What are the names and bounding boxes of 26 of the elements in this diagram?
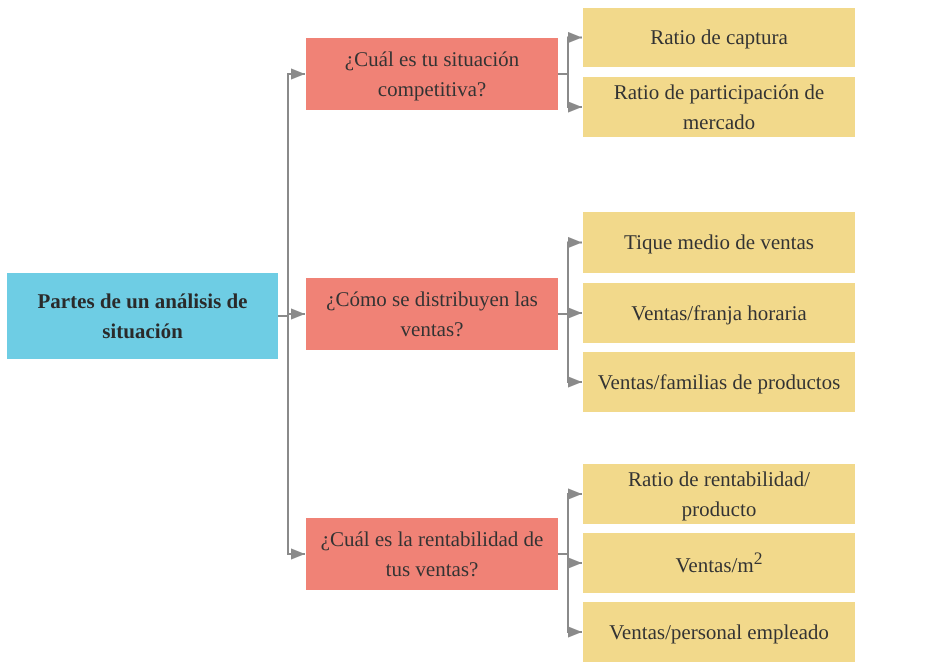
arrow (558, 73, 582, 113)
metric-box (583, 212, 855, 273)
box-label: Ratio de participación de mercado (612, 78, 826, 136)
question-box (306, 278, 558, 350)
box-label: ¿Cuál es tu situación competitiva? (344, 46, 520, 103)
metric-box (583, 283, 855, 343)
arrow (278, 315, 305, 560)
box-label: Ventas/familias de productos (598, 368, 840, 396)
question-box (306, 518, 558, 590)
box-label: Ventas/personal empleado (609, 618, 829, 646)
box-label: Ratio de captura (650, 24, 788, 52)
metric-box (583, 77, 855, 137)
box-label: Ventas/franja horaria (631, 300, 807, 327)
metric-box (583, 8, 855, 67)
metric-box (583, 533, 855, 593)
question-box (306, 38, 558, 110)
metric-box (583, 464, 855, 524)
box-label: Ventas/m$^{2}$ (676, 546, 762, 579)
box-label: ¿Cómo se distribuyen las ventas? (325, 286, 539, 343)
box-label: Partes de un análisis de situación (36, 288, 249, 345)
metric-box (583, 602, 855, 662)
box-label: Tique medio de ventas (624, 229, 814, 256)
metric-box (583, 352, 855, 412)
topic-box (7, 273, 278, 359)
box-label: Ratio de rentabilidad/ producto (627, 466, 811, 523)
box-label: ¿Cuál es la rentabilidad de tus ventas? (320, 526, 544, 583)
